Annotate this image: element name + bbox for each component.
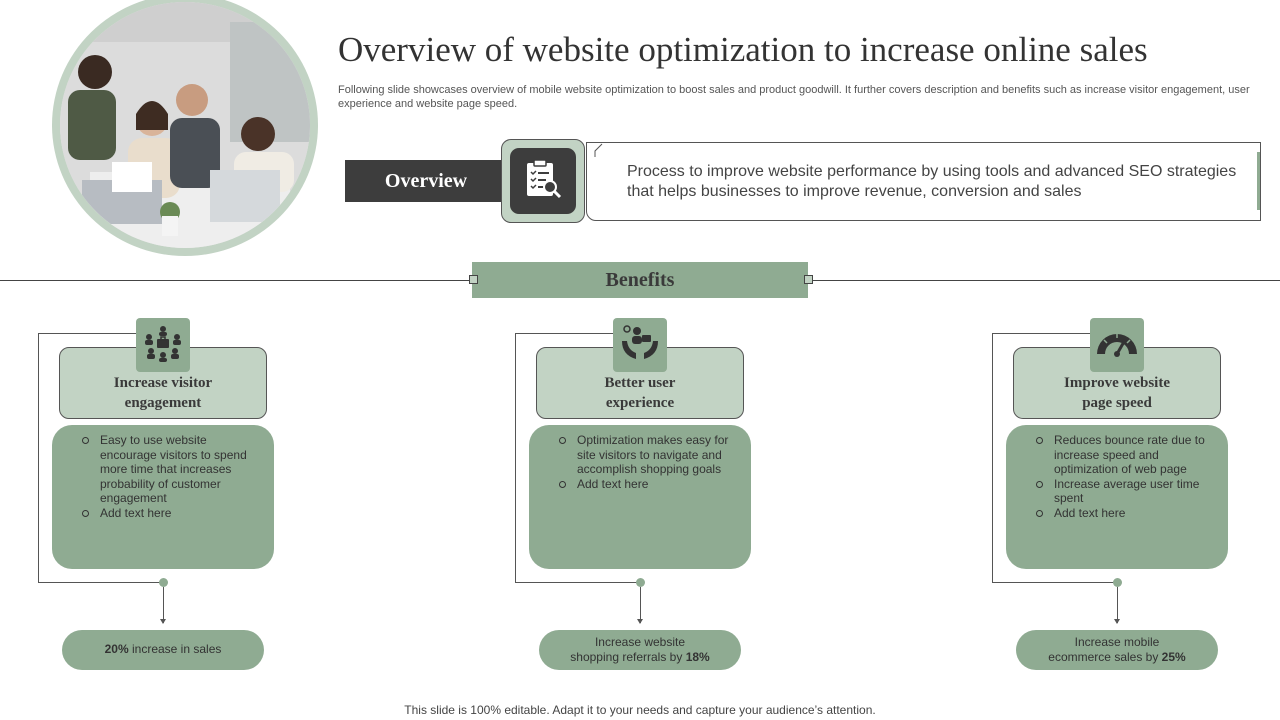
user-care-hands-icon <box>620 323 660 368</box>
column-3-heading: Improve website page speed <box>1064 375 1170 411</box>
benefits-label: Benefits <box>472 262 808 298</box>
column-1-bullet: Easy to use website encourage visitors t… <box>82 433 262 506</box>
column-2-arrow <box>637 619 643 624</box>
column-1-icon-tile <box>136 318 190 372</box>
column-2-connector-dot <box>636 578 645 587</box>
column-3-arrow <box>1114 619 1120 624</box>
column-3-connector-dot <box>1113 578 1122 587</box>
column-1-connector-line <box>163 587 164 623</box>
divider-handle-right <box>804 275 813 284</box>
column-3-bullet: Add text here <box>1036 506 1216 521</box>
column-3-bracket <box>992 333 1118 583</box>
column-3-bullet: Increase average user time spent <box>1036 477 1216 506</box>
column-2-icon-tile <box>613 318 667 372</box>
divider-handle-left <box>469 275 478 284</box>
column-1-result: 20% increase in sales <box>62 630 264 670</box>
column-1-connector-dot <box>159 578 168 587</box>
overview-icon-tile <box>510 148 576 214</box>
overview-text-box <box>586 142 1261 221</box>
column-2-bullet: Optimization makes easy for site visitor… <box>559 433 739 477</box>
overview-callout-tick <box>592 142 604 158</box>
column-2-bracket <box>515 333 641 583</box>
column-1-bracket <box>38 333 164 583</box>
column-1-heading-box: Increase visitor engagement <box>59 347 267 419</box>
column-1-heading: Increase visitor engagement <box>113 375 213 411</box>
clipboard-search-icon <box>523 158 563 205</box>
column-2-bullet: Add text here <box>559 477 739 492</box>
column-3-connector-line <box>1117 587 1118 623</box>
page-title: Overview of website optimization to incr… <box>338 30 1148 69</box>
overview-accent-bar <box>1257 152 1260 210</box>
column-2-heading: Better user experience <box>604 375 676 411</box>
column-2-body: Optimization makes easy for site visitor… <box>529 425 751 569</box>
team-photo <box>60 2 310 248</box>
column-1-body: Easy to use website encourage visitors t… <box>52 425 274 569</box>
overview-text: Process to improve website performance b… <box>627 163 1237 200</box>
column-3-bullet: Reduces bounce rate due to increase spee… <box>1036 433 1216 477</box>
column-1-bullet: Add text here <box>82 506 262 521</box>
speedometer-icon <box>1095 328 1139 363</box>
team-meeting-icon <box>143 323 183 368</box>
footer-note: This slide is 100% editable. Adapt it to… <box>404 703 876 717</box>
column-3-icon-tile <box>1090 318 1144 372</box>
column-3-body: Reduces bounce rate due to increase spee… <box>1006 425 1228 569</box>
column-2-connector-line <box>640 587 641 623</box>
overview-label: Overview <box>345 160 507 202</box>
page-subtitle: Following slide showcases overview of mo… <box>338 84 1250 110</box>
column-1-arrow <box>160 619 166 624</box>
